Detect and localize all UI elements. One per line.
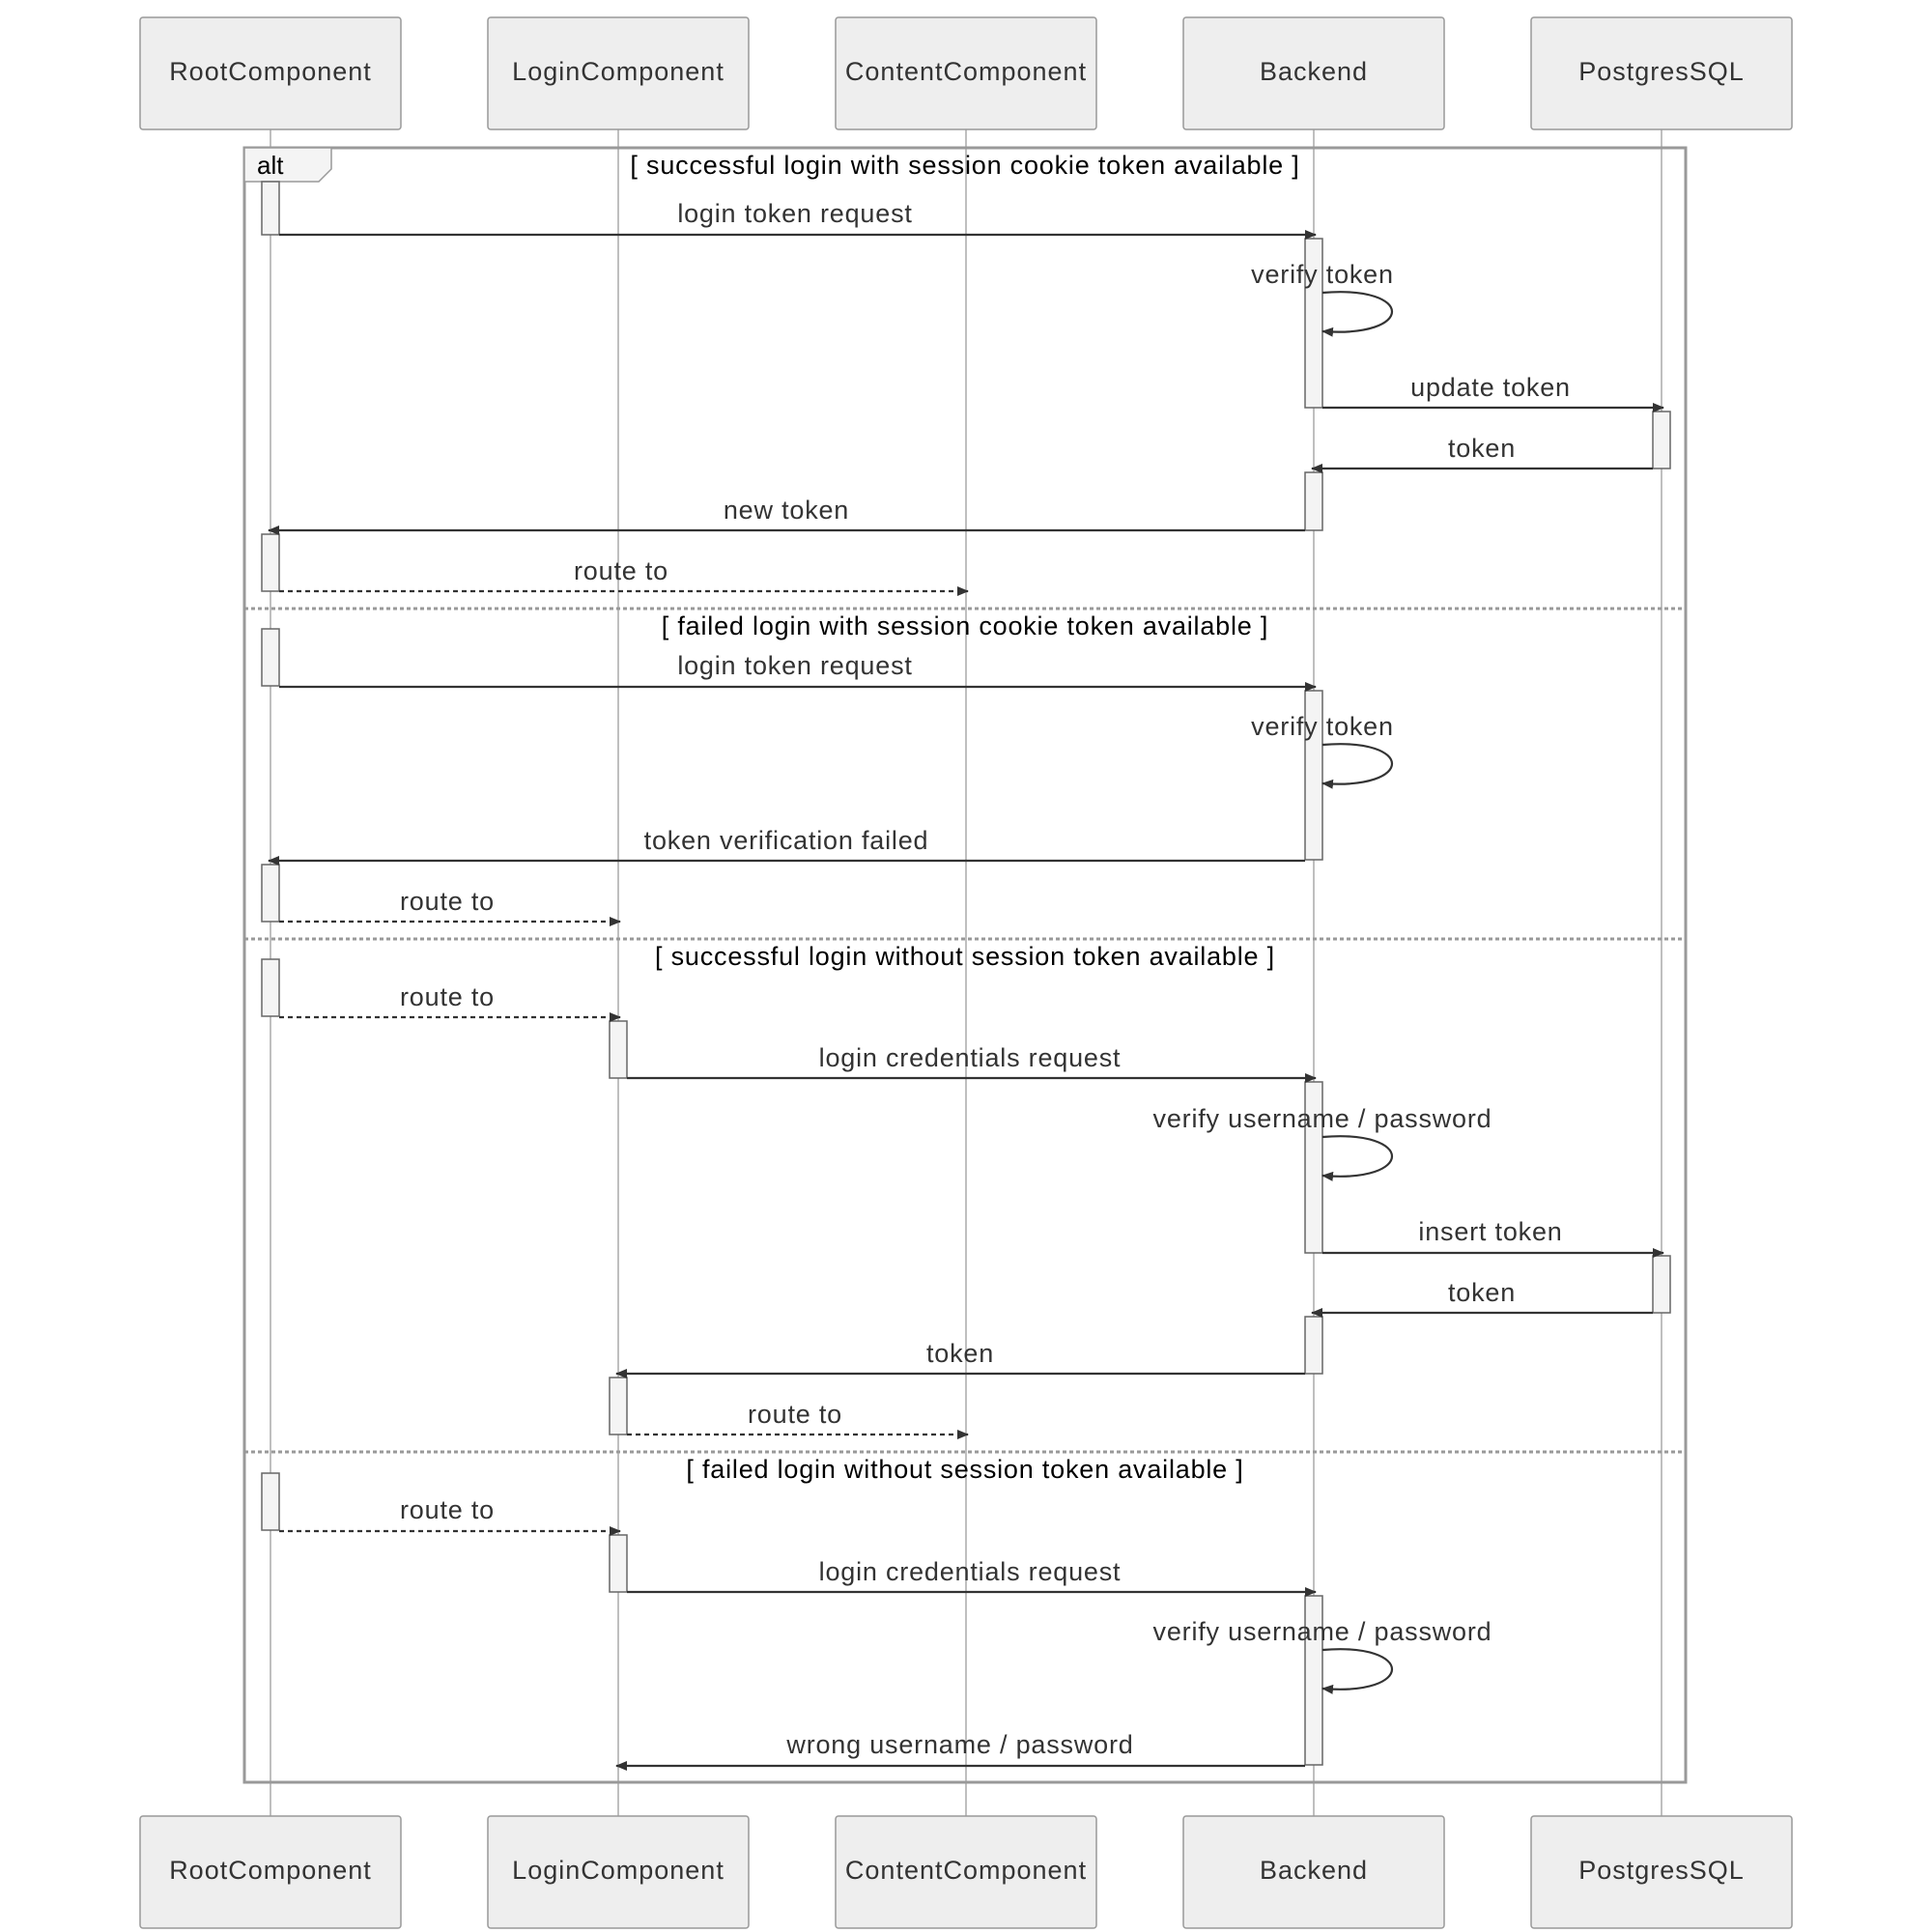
actor-label: ContentComponent [845, 1856, 1087, 1885]
activation-postgres [1652, 411, 1671, 469]
message-label: login token request [677, 651, 912, 680]
actor-box [139, 1815, 402, 1929]
activation-backend [1304, 1316, 1323, 1375]
message-label: route to [574, 556, 668, 585]
activation-root [261, 181, 280, 236]
actors-top: RootComponent LoginComponent ContentComp… [139, 16, 1793, 130]
actor-backend-top[interactable]: Backend [1182, 16, 1445, 130]
actor-box [487, 1815, 750, 1929]
messages: login token request verify token update … [268, 199, 1664, 1771]
actor-label: ContentComponent [845, 57, 1087, 86]
message-label: verify token [1251, 712, 1394, 741]
alt-keyword: alt [257, 151, 284, 180]
actor-label: LoginComponent [512, 1856, 724, 1885]
activation-root [261, 958, 280, 1017]
actor-box [1530, 1815, 1793, 1929]
actors-bottom: RootComponent LoginComponent ContentComp… [139, 1815, 1793, 1929]
message-label: wrong username / password [785, 1730, 1133, 1759]
activation-login [609, 1377, 628, 1435]
actor-box [487, 16, 750, 130]
actor-root-top[interactable]: RootComponent [139, 16, 402, 130]
message-label: login credentials request [819, 1557, 1122, 1586]
alt-frame-border [242, 146, 1688, 1784]
alt-frame-tab [243, 147, 332, 183]
message-label: verify username / password [1153, 1104, 1492, 1133]
alt-condition-2: [ failed login with session cookie token… [662, 611, 1268, 640]
message-label: verify token [1251, 260, 1394, 289]
actor-content-bottom[interactable]: ContentComponent [835, 1815, 1097, 1929]
message-label: login credentials request [819, 1043, 1122, 1072]
activations [261, 181, 1671, 1766]
actor-box [1530, 16, 1793, 130]
message-label: route to [400, 1495, 495, 1524]
activation-login [609, 1020, 628, 1079]
alt-condition-1: [ successful login with session cookie t… [630, 151, 1299, 180]
self-message-arrow [1321, 1135, 1394, 1181]
actor-label: PostgresSQL [1578, 1856, 1745, 1885]
actor-label: Backend [1260, 1856, 1368, 1885]
self-message-arrow [1321, 743, 1394, 789]
message-label: token verification failed [644, 826, 929, 855]
activation-backend [1304, 471, 1323, 531]
actor-login-bottom[interactable]: LoginComponent [487, 1815, 750, 1929]
actor-label: RootComponent [169, 57, 372, 86]
message-label: token [1448, 1278, 1516, 1307]
alt-condition-4: [ failed login without session token ava… [686, 1455, 1243, 1484]
activation-root [261, 864, 280, 923]
message-label: update token [1410, 373, 1571, 402]
message-label: token [1448, 434, 1516, 463]
message-label: new token [724, 496, 849, 525]
message-label: insert token [1418, 1217, 1562, 1246]
actor-box [835, 16, 1097, 130]
message-label: login token request [677, 199, 912, 228]
actor-label: PostgresSQL [1578, 57, 1745, 86]
actor-box [1182, 16, 1445, 130]
actor-label: RootComponent [169, 1856, 372, 1885]
activation-root [261, 1472, 280, 1531]
self-message-arrow [1321, 1648, 1394, 1694]
message-label: verify username / password [1153, 1617, 1492, 1646]
alt-frame: alt [ successful login with session cook… [242, 146, 1688, 1784]
actor-box [835, 1815, 1097, 1929]
message-label: token [926, 1339, 994, 1368]
message-label: route to [400, 982, 495, 1011]
actor-postgres-top[interactable]: PostgresSQL [1530, 16, 1793, 130]
actor-content-top[interactable]: ContentComponent [835, 16, 1097, 130]
message-label: route to [400, 887, 495, 916]
actor-box [1182, 1815, 1445, 1929]
activation-postgres [1652, 1255, 1671, 1314]
activation-login [609, 1534, 628, 1593]
actor-label: Backend [1260, 57, 1368, 86]
actor-backend-bottom[interactable]: Backend [1182, 1815, 1445, 1929]
actor-login-top[interactable]: LoginComponent [487, 16, 750, 130]
activation-root [261, 533, 280, 592]
actor-postgres-bottom[interactable]: PostgresSQL [1530, 1815, 1793, 1929]
self-message-arrow [1321, 291, 1394, 337]
actor-root-bottom[interactable]: RootComponent [139, 1815, 402, 1929]
activation-root [261, 628, 280, 687]
message-label: route to [748, 1400, 842, 1429]
actor-label: LoginComponent [512, 57, 724, 86]
actor-box [139, 16, 402, 130]
alt-condition-3: [ successful login without session token… [655, 942, 1275, 971]
